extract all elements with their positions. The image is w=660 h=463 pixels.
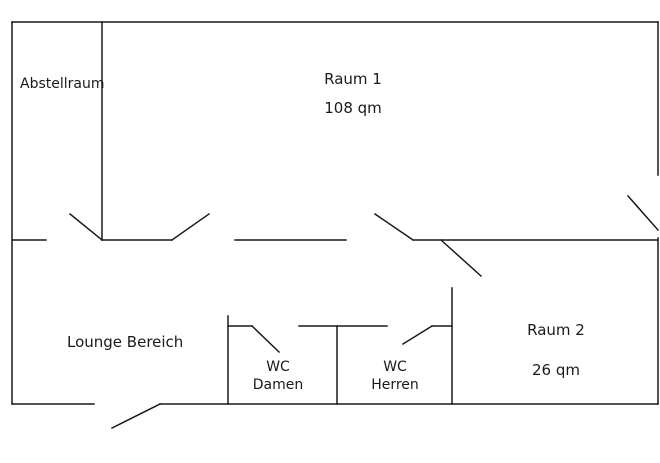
room-label-wc-damen-line1: WC [266,359,290,375]
room-label-raum-1: Raum 1 [324,70,382,88]
room-area-raum-1: 108 qm [324,99,382,117]
door-wc-herren [401,324,434,346]
door-room2 [439,238,483,278]
door-entrance [110,402,162,430]
room-label-wc-herren-line1: WC [383,359,407,375]
door-wc-damen [250,324,281,354]
room-area-raum-2: 26 qm [532,361,580,379]
room-label-wc-herren-line2: Herren [371,377,419,393]
room-label-abstellraum: Abstellraum [20,76,105,92]
room-label-raum-2: Raum 2 [527,321,585,339]
door-right-exit [626,194,660,232]
door-storage [68,212,104,242]
room-label-lounge: Lounge Bereich [67,333,184,351]
room-label-wc-damen-line2: Damen [252,377,304,393]
door-room1-right [373,212,415,242]
door-room1-left [170,212,211,242]
